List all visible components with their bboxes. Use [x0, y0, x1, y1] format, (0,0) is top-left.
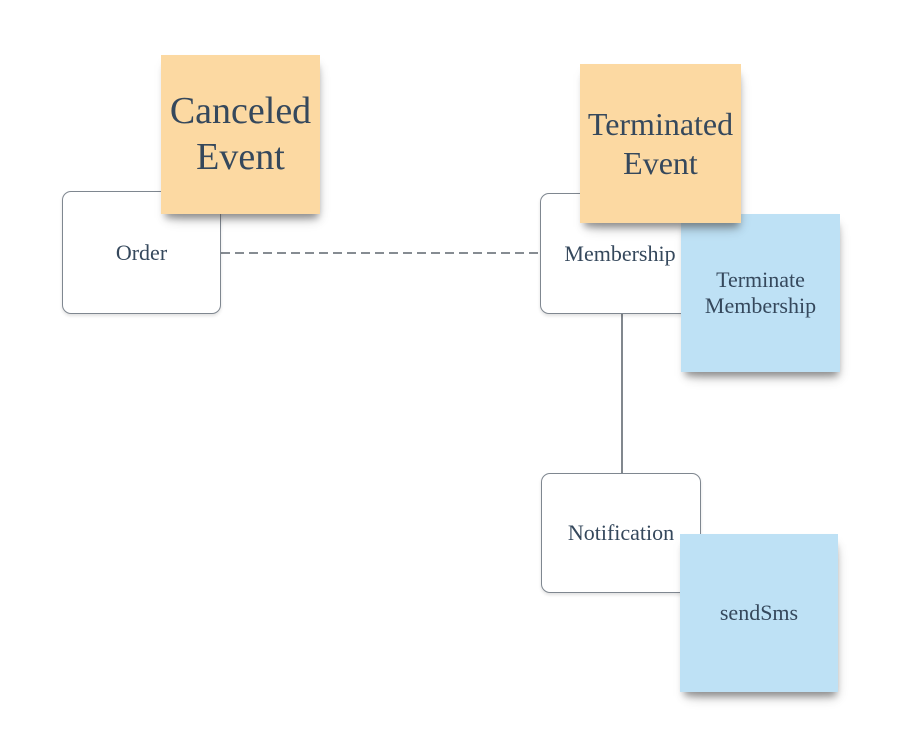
membership-box-label: Membership	[564, 240, 676, 266]
sendsms-note-label: sendSms	[719, 599, 799, 625]
order-box-label: Order	[115, 239, 168, 265]
canceled-event-note-label: Canceled Event	[169, 89, 312, 178]
canceled-event-note[interactable]: Canceled Event	[161, 55, 320, 214]
terminate-membership-note[interactable]: Terminate Membership	[681, 214, 840, 372]
sendsms-note[interactable]: sendSms	[680, 534, 838, 692]
notification-box[interactable]: Notification	[541, 473, 701, 593]
notification-box-label: Notification	[567, 520, 675, 546]
terminated-event-note[interactable]: Terminated Event	[580, 64, 741, 223]
terminate-membership-note-label: Terminate Membership	[704, 267, 817, 318]
terminated-event-note-label: Terminated Event	[587, 106, 734, 181]
